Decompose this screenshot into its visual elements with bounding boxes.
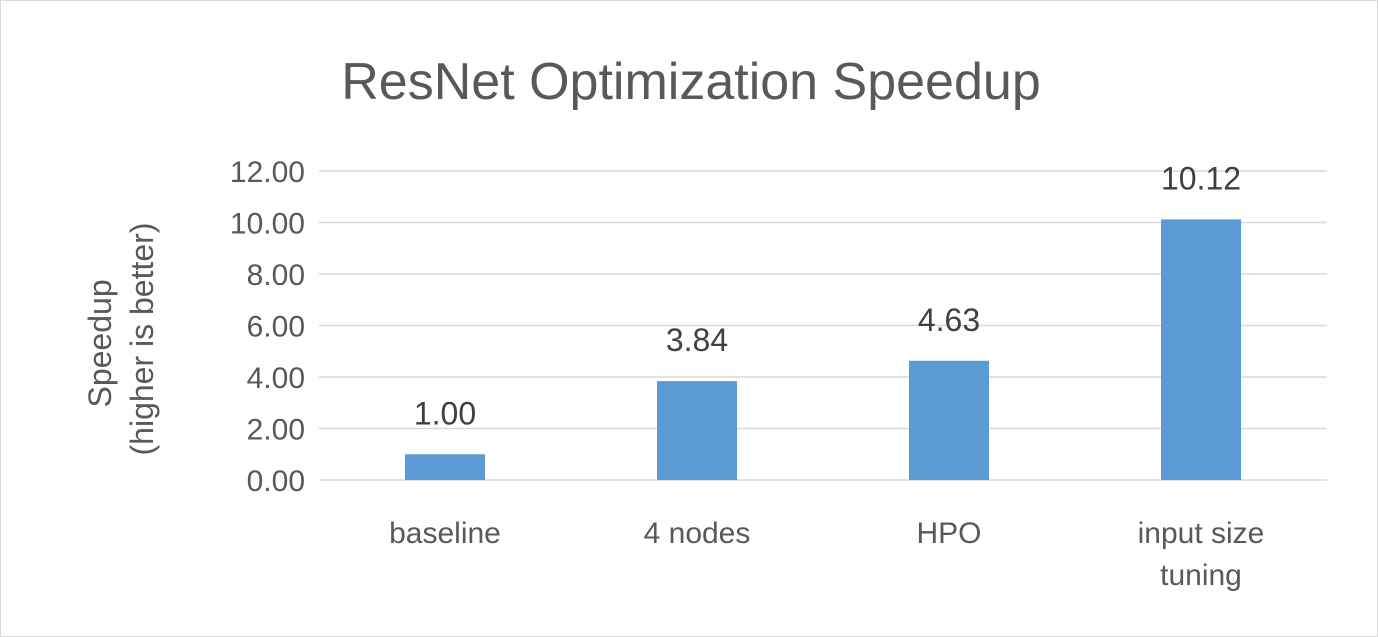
category-label-line: input size (1138, 517, 1265, 550)
data-labels: 1.00 3.84 4.63 10.12 (414, 160, 1241, 431)
y-tick-label: 2.00 (247, 414, 305, 447)
y-tick-label: 4.00 (247, 362, 305, 395)
bar (405, 454, 485, 480)
data-label: 10.12 (1161, 160, 1241, 196)
bar (657, 381, 737, 480)
data-label: 4.63 (918, 302, 980, 338)
category-label: HPO (916, 517, 981, 550)
y-axis-label-line-1: Speedup (82, 279, 118, 407)
data-label: 1.00 (414, 395, 476, 431)
y-axis-label-line-2: (higher is better) (124, 223, 160, 456)
category-label-line: tuning (1160, 559, 1242, 592)
category-labels: baseline 4 nodes HPO input size tuning (389, 517, 1264, 592)
y-axis-label: Speedup (higher is better) (82, 223, 160, 456)
category-label-line: 4 nodes (644, 517, 751, 550)
category-label: input size tuning (1138, 517, 1265, 592)
y-tick-label: 6.00 (247, 311, 305, 344)
chart-title: ResNet Optimization Speedup (341, 53, 1041, 111)
y-tick-label: 0.00 (247, 465, 305, 498)
bars (405, 219, 1241, 480)
bar (909, 360, 989, 480)
y-tick-label: 8.00 (247, 259, 305, 292)
category-label: baseline (389, 517, 501, 550)
category-label-line: baseline (389, 517, 501, 550)
data-label: 3.84 (666, 322, 728, 358)
y-tick-label: 12.00 (230, 156, 305, 189)
category-label-line: HPO (916, 517, 981, 550)
gridlines (319, 170, 1327, 481)
category-label: 4 nodes (644, 517, 751, 550)
y-axis-ticks: 0.00 2.00 4.00 6.00 8.00 10.00 12.00 (230, 156, 305, 498)
y-tick-label: 10.00 (230, 208, 305, 241)
bar (1161, 219, 1241, 480)
